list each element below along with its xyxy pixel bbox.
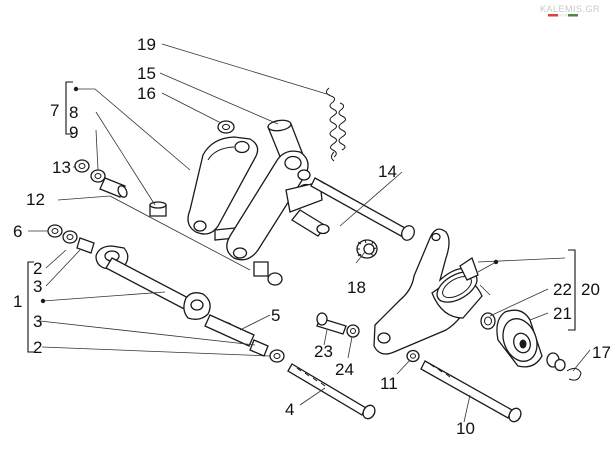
part-14-bolt [310, 177, 415, 241]
part-12-sleeve [99, 177, 128, 198]
watermark-flag-red [548, 14, 558, 17]
part-17-circlip [566, 367, 582, 381]
leader-lines [28, 43, 591, 423]
callout-14: 14 [378, 162, 397, 181]
callout-22: 22 [553, 280, 572, 299]
callout-labels: 19 15 16 7 8 9 13 12 14 6 2 3 1 3 2 18 5… [13, 35, 611, 438]
callout-5: 5 [271, 306, 280, 325]
callout-3a: 3 [33, 277, 42, 296]
callout-11: 11 [380, 374, 398, 393]
callout-2a: 2 [33, 259, 42, 278]
callout-13: 13 [52, 158, 71, 177]
part-2-washer-lower [269, 349, 285, 363]
callout-9: 9 [69, 123, 78, 142]
part-23-bolt [316, 312, 347, 335]
part-11-washer [406, 349, 420, 363]
callout-4: 4 [285, 400, 294, 419]
callout-16: 16 [137, 84, 156, 103]
part-link-plate-left [187, 136, 259, 235]
part-middle-spacer [253, 261, 283, 286]
callout-8: 8 [69, 103, 78, 122]
watermark-logo: KALEMIS.GR [540, 4, 600, 17]
part-20-housing [431, 256, 483, 319]
watermark-text: KALEMIS.GR [540, 4, 600, 14]
callout-15: 15 [137, 64, 156, 83]
watermark-flag-green [568, 14, 578, 17]
part-13-nut [74, 159, 90, 173]
group-bracket-7 [65, 81, 79, 135]
callout-24: 24 [335, 360, 354, 379]
part-21-silent-block [496, 309, 543, 368]
part-9-washer [90, 169, 106, 183]
group-bracket-1 [27, 261, 46, 353]
callout-18: 18 [347, 278, 366, 297]
part-16-nut [217, 120, 235, 134]
part-link-plate-right [226, 150, 309, 261]
part-19-spring [325, 87, 346, 162]
callout-17: 17 [592, 343, 611, 362]
part-link-shaft [285, 181, 330, 237]
callout-7: 7 [50, 101, 59, 120]
part-4-bolt [287, 363, 376, 420]
part-6-nut [47, 224, 63, 238]
callout-1: 1 [13, 292, 22, 311]
watermark-flag-white [558, 14, 568, 17]
part-3-bush-lower [249, 339, 269, 357]
callout-3b: 3 [33, 312, 42, 331]
part-8-spacer [149, 201, 167, 217]
group-bracket-20 [493, 249, 576, 331]
part-3-bush-upper [76, 237, 95, 254]
callout-21: 21 [553, 304, 572, 323]
part-1-bracket [95, 245, 211, 320]
part-10-bolt [420, 360, 522, 423]
part-18-gear [356, 239, 378, 259]
part-main-bracket-plate [373, 228, 473, 355]
callout-2b: 2 [33, 338, 42, 357]
part-5-pin [204, 314, 255, 347]
callout-19: 19 [137, 35, 156, 54]
callout-20: 20 [581, 280, 600, 299]
callout-23: 23 [314, 342, 333, 361]
part-2-washer-upper [62, 230, 78, 244]
part-21-washer-b [554, 358, 566, 372]
part-22-ring [480, 312, 496, 330]
callout-12: 12 [26, 190, 45, 209]
part-24-washer [346, 324, 360, 338]
callout-10: 10 [456, 419, 475, 438]
callout-6: 6 [13, 222, 22, 241]
